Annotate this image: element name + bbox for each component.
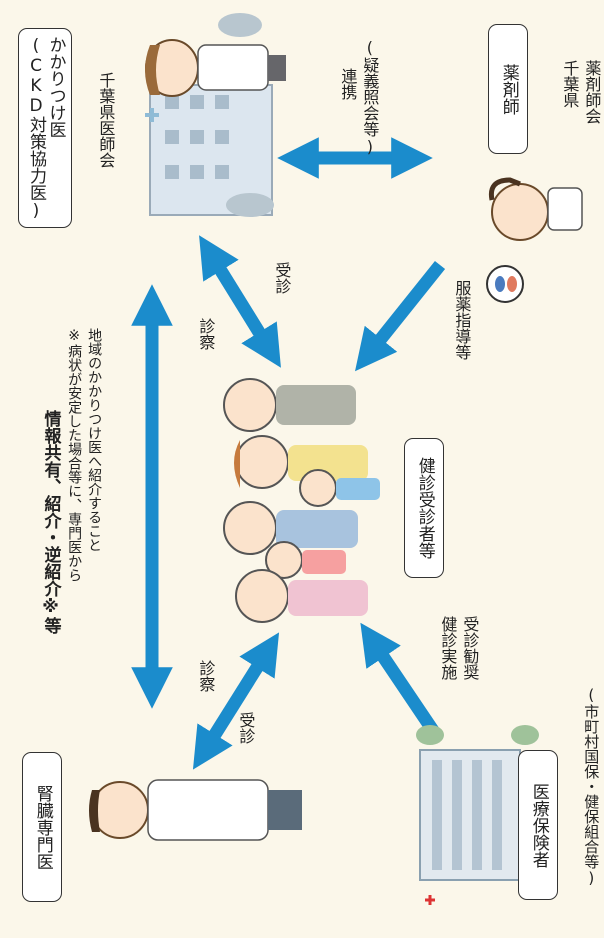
- info-sharing-label: 情報共有、紹介・逆紹介※等: [40, 410, 61, 634]
- pharmacist-box: 薬剤師: [488, 24, 528, 154]
- note-line1: ※病状が安定した場合等に、専門医から: [66, 328, 83, 582]
- note-line2: 地域のかかりつけ医へ紹介すること: [86, 328, 103, 552]
- visit-top-label: 受診: [272, 262, 292, 294]
- kakaritsuke-doctor-illustration: [145, 39, 286, 97]
- medication-guidance-label: 服薬指導等: [452, 280, 472, 360]
- clinic-building-illustration: [145, 13, 274, 217]
- insurer-building-illustration: [416, 725, 539, 905]
- medication-guidance-arrow: [355, 260, 446, 372]
- kakaritsuke-title: かかりつけ医: [45, 35, 66, 138]
- consultation-recommendation-label: 受診勧奨: [460, 616, 480, 680]
- kidney-specialist-title: 腎臓専門医: [32, 784, 53, 870]
- insurer-box: 医療保険者: [518, 750, 558, 900]
- chiba-medical-label: 千葉県医師会: [96, 72, 116, 168]
- checkup-recommendation-arrow: [360, 622, 442, 739]
- exam-bottom-label: 診察: [196, 660, 216, 692]
- liaison-detail-label: (疑義照会等): [360, 38, 380, 156]
- checkup-patients-box: 健診受診者等: [404, 438, 444, 578]
- checkup-implementation-label: 健診実施: [438, 616, 458, 680]
- exam-visit-top-arrow: [199, 235, 281, 368]
- exam-top-label: 診察: [196, 318, 216, 350]
- liaison-label: 連携: [338, 68, 358, 100]
- kakaritsuke-box: かかりつけ医 (CKD対策協力医): [18, 28, 72, 228]
- insurer-detail-label: (市町村国保・健保組合等): [582, 686, 601, 887]
- insurer-title: 医療保険者: [528, 782, 549, 868]
- checkup-patients-title: 健診受診者等: [414, 457, 435, 559]
- pharmacist-illustration: [486, 177, 583, 303]
- kidney-specialist-box: 腎臓専門医: [22, 752, 62, 902]
- visit-bottom-label: 受診: [236, 712, 256, 744]
- pharmacist-title: 薬剤師: [498, 63, 519, 115]
- kakaritsuke-subtitle: (CKD対策協力医): [26, 35, 46, 221]
- kidney-specialist-illustration: [89, 779, 302, 841]
- exam-visit-bottom-arrow: [192, 632, 280, 770]
- chiba-pharma-line2: 薬剤師会: [582, 60, 602, 124]
- patients-group-illustration: [223, 378, 380, 623]
- chiba-pharma-line1: 千葉県: [560, 60, 580, 108]
